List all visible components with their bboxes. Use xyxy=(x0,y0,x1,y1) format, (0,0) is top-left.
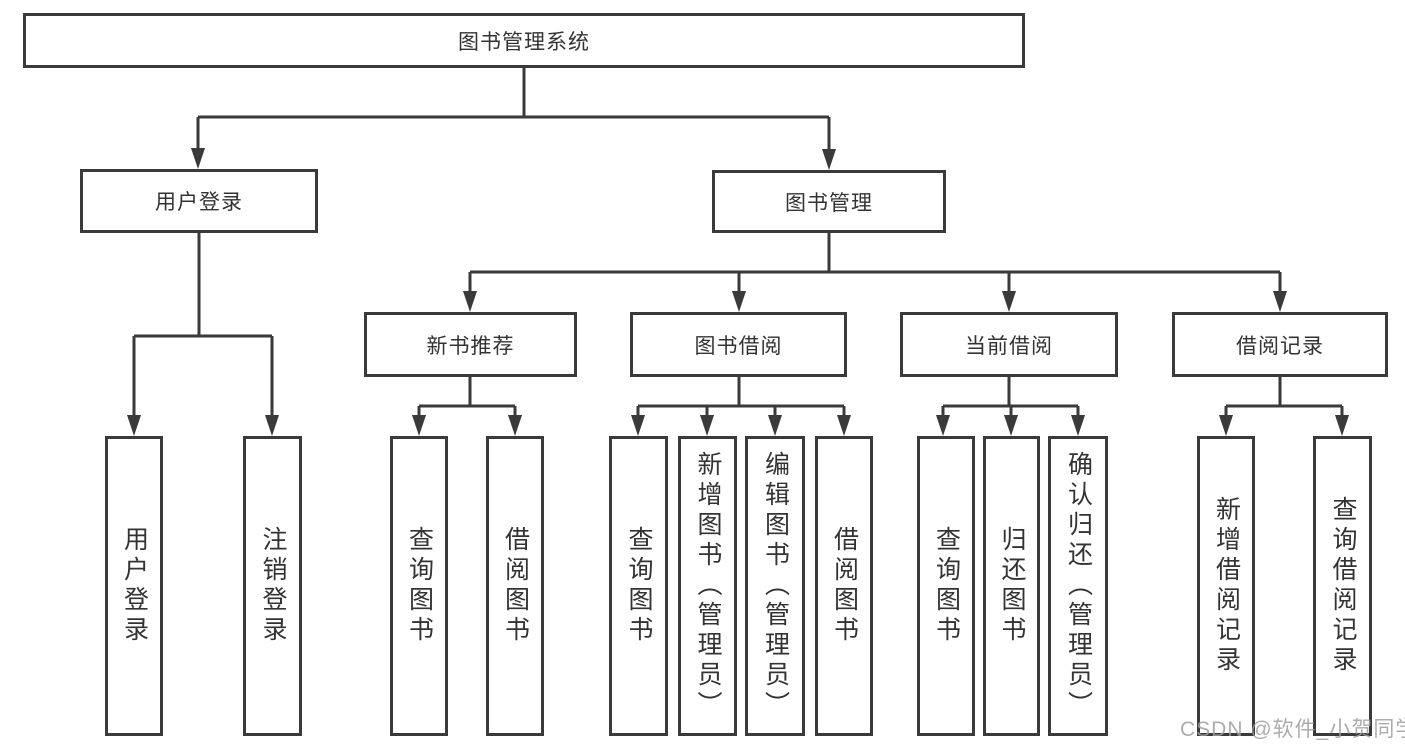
connector-root-split xyxy=(196,68,831,149)
arrowhead xyxy=(508,415,522,436)
node-label: 图书借阅 xyxy=(694,334,783,358)
node-library-system: 图书管理系统 xyxy=(23,13,1025,68)
node-book-management: 图书管理 xyxy=(712,170,946,233)
node-label: 编辑图书（管理员） xyxy=(761,451,790,721)
leaf-edit-books-admin: 编辑图书（管理员） xyxy=(745,436,805,736)
arrowhead xyxy=(1335,415,1349,436)
arrowhead xyxy=(127,415,141,436)
connector-borrow-records-split xyxy=(1224,377,1344,415)
leaf-borrow-books: 借阅图书 xyxy=(815,436,873,736)
node-borrow-records: 借阅记录 xyxy=(1172,312,1388,377)
leaf-query-books-borrow: 查询图书 xyxy=(609,436,668,736)
leaf-logout: 注销登录 xyxy=(243,436,302,736)
arrowhead xyxy=(1002,291,1016,312)
arrowhead xyxy=(1219,415,1233,436)
arrowhead xyxy=(631,415,645,436)
leaf-user-login: 用户登录 xyxy=(105,436,163,736)
leaf-query-books-recommend: 查询图书 xyxy=(390,436,448,736)
arrowhead xyxy=(837,415,851,436)
arrowhead xyxy=(1071,415,1085,436)
leaf-add-books-admin: 新增图书（管理员） xyxy=(678,436,737,736)
node-label: 借阅记录 xyxy=(1236,334,1324,358)
connector-current-borrow-split xyxy=(941,377,1080,415)
node-label: 新书推荐 xyxy=(426,334,515,358)
node-label: 注销登录 xyxy=(259,526,287,646)
node-label: 查询图书 xyxy=(932,526,961,646)
node-label: 查询图书 xyxy=(405,526,434,646)
node-label: 用户登录 xyxy=(155,191,243,214)
node-label: 借阅图书 xyxy=(830,526,859,646)
node-label: 查询借阅记录 xyxy=(1329,496,1357,676)
leaf-confirm-return-admin: 确认归还（管理员） xyxy=(1048,436,1108,736)
leaf-return-books: 归还图书 xyxy=(983,436,1040,736)
arrowhead xyxy=(1004,415,1018,436)
arrowhead xyxy=(265,415,279,436)
arrowhead xyxy=(936,415,950,436)
node-label: 图书管理系统 xyxy=(458,30,590,54)
node-label: 确认归还（管理员） xyxy=(1064,451,1093,721)
arrowhead xyxy=(412,415,426,436)
connector-new-book-split xyxy=(417,377,517,415)
leaf-query-books-current: 查询图书 xyxy=(917,436,975,736)
node-label: 图书管理 xyxy=(785,191,873,215)
node-book-borrow: 图书借阅 xyxy=(630,312,847,377)
leaf-add-borrow-record: 新增借阅记录 xyxy=(1197,436,1255,736)
node-label: 新增借阅记录 xyxy=(1212,496,1241,676)
node-label: 归还图书 xyxy=(998,526,1026,646)
arrowhead xyxy=(700,415,714,436)
node-label: 借阅图书 xyxy=(501,526,530,646)
node-current-borrow: 当前借阅 xyxy=(900,312,1118,377)
node-new-book-recommend: 新书推荐 xyxy=(364,312,577,377)
arrowhead xyxy=(768,415,782,436)
leaf-query-borrow-record: 查询借阅记录 xyxy=(1313,436,1372,736)
connector-user-login-split xyxy=(132,233,274,415)
arrowhead xyxy=(822,149,836,170)
node-user-login: 用户登录 xyxy=(80,169,318,233)
connector-book-borrow-split xyxy=(636,377,846,415)
arrowhead xyxy=(463,291,477,312)
node-label: 用户登录 xyxy=(120,526,149,646)
node-label: 查询图书 xyxy=(625,526,653,646)
leaf-borrow-books-recommend: 借阅图书 xyxy=(486,436,544,736)
arrowhead xyxy=(732,291,746,312)
node-label: 新增图书（管理员） xyxy=(694,451,722,721)
node-label: 当前借阅 xyxy=(965,334,1053,358)
connector-book-mgmt-split xyxy=(468,233,1282,291)
arrowhead xyxy=(1273,291,1287,312)
arrowhead xyxy=(191,148,205,169)
csdn-watermark: CSDN @软件_小贺同学 xyxy=(1180,718,1405,741)
